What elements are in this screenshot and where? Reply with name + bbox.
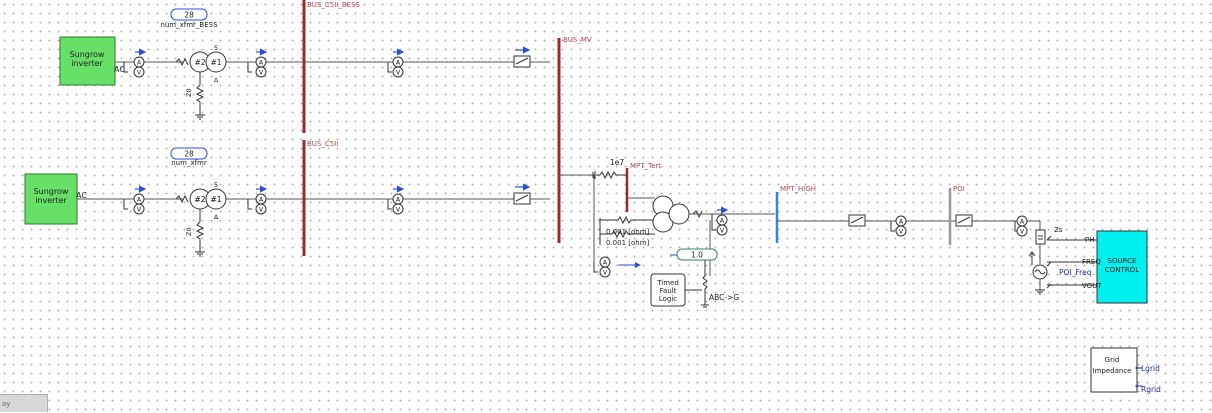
svg-text:V: V (137, 207, 142, 214)
inverter-2-label-line1: Sungrow (34, 187, 69, 196)
inverter-2-label-line2: inverter (35, 196, 67, 205)
mpt-resistors[interactable]: 0.001 [ohm] 0.001 [ohm] (599, 215, 655, 247)
svg-text:V: V (899, 229, 904, 236)
grid-impedance-label-line1: Grid (1105, 356, 1120, 364)
fault-label-line2: Fault (660, 287, 677, 295)
xfmr2-primary: #2 (194, 195, 205, 204)
ammeter-high[interactable]: A V (890, 215, 907, 237)
source-control-input-vout: VOUT (1082, 282, 1102, 290)
svg-text:A: A (259, 197, 264, 204)
grid-impedance-block[interactable]: Grid Impedance Lgrid Rgrid (1090, 347, 1161, 394)
bus-mv-label: BUS_MV (563, 36, 592, 44)
svg-text:A: A (603, 260, 608, 267)
xfmr1-param-name: num_xfmr_BESS (160, 21, 218, 29)
svg-text:Zs: Zs (1054, 226, 1063, 234)
xfmr1-secondary: #1 (210, 58, 221, 67)
grid-source[interactable]: Zs (1028, 221, 1063, 295)
source-control-input-freq: FREQ (1082, 258, 1101, 266)
ammeter-row2-c[interactable]: A V (387, 185, 405, 215)
breaker-row1[interactable] (513, 46, 531, 68)
bus-mpt-high-label: MPT_HIGH (780, 185, 816, 193)
svg-text:A: A (720, 218, 725, 225)
inverter-block-1[interactable]: Sungrow inverter AC (59, 36, 125, 86)
xfmr1-param-value: 28 (184, 11, 194, 20)
xfmr2-secondary: #1 (210, 195, 221, 204)
fault-type-label: ABC->G (709, 293, 739, 302)
mpt-tert-resistor[interactable]: 1e7 (592, 158, 626, 180)
inverter-1-label-line1: Sungrow (70, 50, 105, 59)
fault-label-line3: Logic (659, 295, 677, 303)
mpt-ratio-box[interactable]: 1.0 (670, 248, 718, 261)
timed-fault-logic-block[interactable]: Timed Fault Logic ABC->G (650, 260, 739, 308)
svg-text:A: A (259, 60, 264, 67)
svg-text:A: A (396, 60, 401, 67)
xfmr2-ground-label: Z0 (185, 227, 193, 236)
grid-impedance-out-lgrid: Lgrid (1141, 364, 1160, 373)
source-control-label-line2: CONTROL (1105, 266, 1139, 274)
svg-text:V: V (396, 70, 401, 77)
poi-freq-signal: POI_Freq (1059, 268, 1092, 277)
xfmr2-tap: 5 (214, 181, 218, 189)
source-control-input-ph: PH (1085, 236, 1095, 244)
transformer-1[interactable]: 28 num_xfmr_BESS #2 #1 5 Δ Z0 (160, 8, 227, 120)
bus-poi-label: POI (953, 185, 965, 193)
xfmr1-primary: #2 (194, 58, 205, 67)
svg-text:A: A (1020, 219, 1025, 226)
svg-text:V: V (720, 228, 725, 235)
corner-tab[interactable]: ay (0, 394, 48, 412)
svg-text:A: A (137, 197, 142, 204)
ammeter-poi[interactable]: A V (1014, 215, 1028, 237)
mpt-ratio-value: 1.0 (691, 251, 703, 260)
svg-text:V: V (259, 207, 264, 214)
svg-text:V: V (137, 70, 142, 77)
ammeter-mpt-low[interactable]: A V (593, 256, 641, 278)
ammeter-mpt-high[interactable]: A V (711, 206, 729, 236)
svg-text:Δ: Δ (214, 77, 219, 84)
ammeter-row1-c[interactable]: A V (387, 48, 405, 78)
svg-text:A: A (137, 60, 142, 67)
xfmr2-param-value: 28 (184, 150, 194, 159)
svg-text:V: V (1020, 229, 1025, 236)
mpt-res1-label: 0.001 [ohm] (606, 228, 650, 236)
mpt-res2-label: 0.001 [ohm] (606, 239, 650, 247)
ammeter-row2-a[interactable]: A V (123, 185, 147, 215)
bus-mpt-tert-label: MPT_Tert (630, 162, 661, 170)
svg-text:A: A (396, 197, 401, 204)
svg-text:V: V (259, 70, 264, 77)
source-control-block[interactable]: SOURCE CONTROL PH FREQ VOUT POI_Freq (1047, 230, 1148, 304)
inverter-2-ac-terminal: AC (76, 191, 87, 200)
breaker-row2[interactable] (513, 183, 531, 205)
breaker-poi[interactable] (955, 214, 973, 227)
bus-bess-label: BUS_C5II_BESS (307, 1, 361, 9)
svg-text:V: V (396, 207, 401, 214)
ammeter-row2-b[interactable]: A V (247, 185, 268, 215)
grid-impedance-label-line2: Impedance (1093, 367, 1132, 375)
breaker-high[interactable] (848, 214, 866, 227)
inverter-1-ac-terminal: AC (114, 65, 125, 74)
svg-text:V: V (603, 270, 608, 277)
grid-impedance-out-rgrid: Rgrid (1141, 385, 1161, 394)
bus-c5-label: BUS_C5II (307, 140, 338, 148)
svg-text:Δ: Δ (214, 214, 219, 221)
svg-text:A: A (899, 219, 904, 226)
fault-label-line1: Timed (656, 279, 679, 287)
xfmr2-param-name: num_xfmr (171, 159, 207, 167)
inverter-1-label-line2: inverter (71, 59, 103, 68)
xfmr1-tap: 5 (214, 44, 218, 52)
ammeter-row1-a[interactable]: A V (123, 48, 147, 78)
xfmr1-ground-label: Z0 (185, 88, 193, 97)
source-control-label-line1: SOURCE (1108, 257, 1137, 265)
transformer-2[interactable]: 28 num_xfmr #2 #1 5 Δ Z0 (170, 147, 227, 257)
mpt-tert-resistor-value: 1e7 (610, 158, 624, 167)
ammeter-row1-b[interactable]: A V (247, 48, 268, 78)
